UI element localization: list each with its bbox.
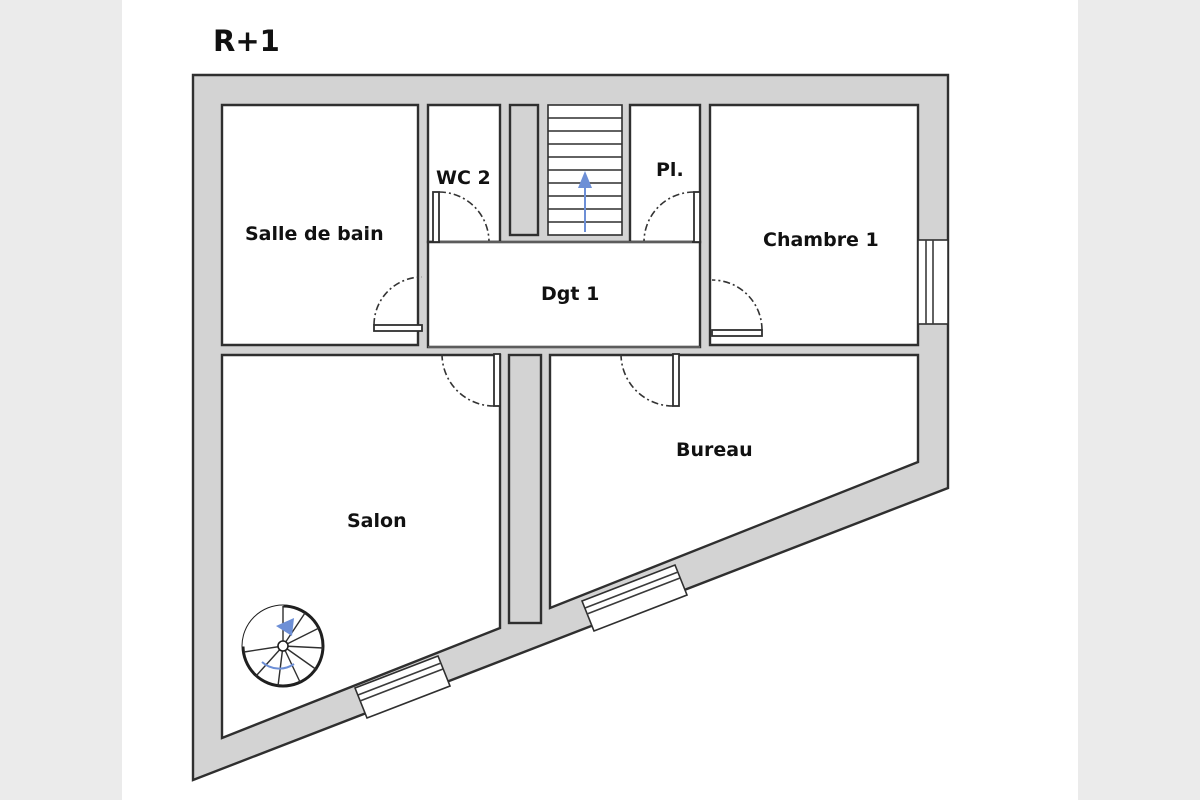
label-bureau: Bureau [676, 439, 753, 461]
duct-wall [508, 103, 540, 237]
door-wc2 [432, 191, 490, 243]
window-bureau [580, 563, 689, 633]
level-title: R+1 [213, 24, 280, 58]
spiral-arrow-icon [276, 618, 294, 636]
window-salon [353, 654, 452, 720]
staircase [547, 104, 623, 236]
room-chambre-1 [708, 103, 920, 347]
room-salle-de-bain [220, 103, 420, 347]
door-placard [643, 191, 701, 243]
door-bureau [620, 353, 680, 407]
door-salle-de-bain [373, 276, 423, 332]
label-placard: Pl. [656, 159, 684, 181]
label-salle-de-bain: Salle de bain [245, 223, 384, 245]
door-salon [441, 353, 501, 407]
spiral-staircase [241, 604, 325, 688]
label-chambre-1: Chambre 1 [763, 229, 879, 251]
label-degagement: Dgt 1 [541, 283, 599, 305]
room-bureau [548, 353, 920, 610]
label-wc2: WC 2 [436, 167, 491, 189]
stair-arrow-icon [578, 171, 592, 188]
window-chambre-1 [917, 239, 949, 325]
label-salon: Salon [347, 510, 407, 532]
partition-wall-center [507, 353, 543, 625]
door-chambre-1 [711, 279, 763, 337]
